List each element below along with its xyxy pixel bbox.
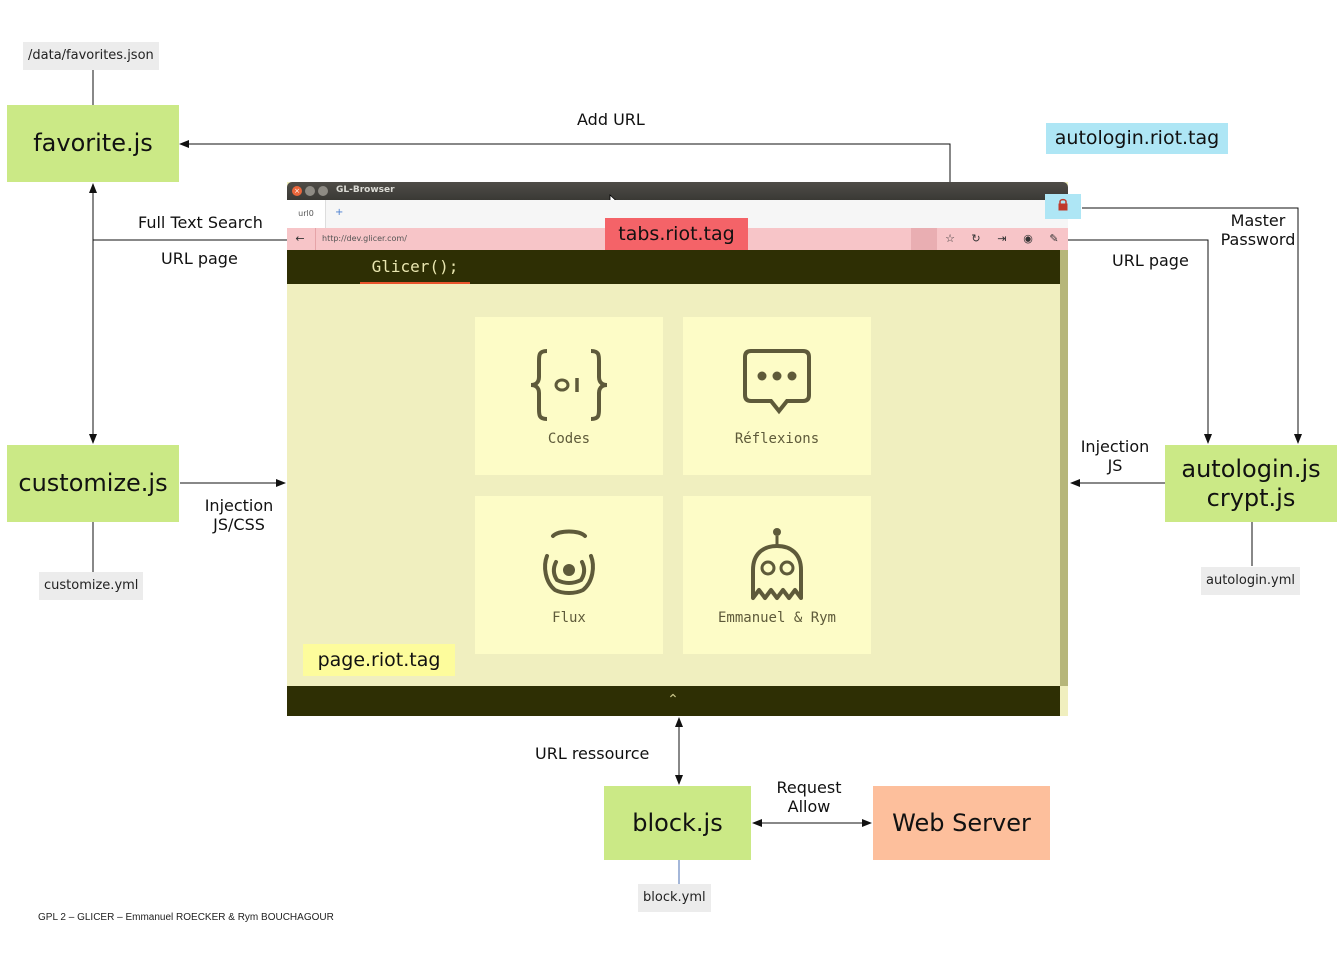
request-label: Request [776,778,842,797]
url-spacer [911,228,937,250]
request-allow-label: Request Allow [770,778,848,816]
favorites-json-file: /data/favorites.json [23,42,159,70]
master-password-line2: Password [1220,230,1296,249]
web-server-label: Web Server [892,808,1031,837]
tile-reflexions-label: Réflexions [734,431,820,447]
injection-jscss-label: Injection JS/CSS [198,496,280,534]
tile-emmanuel-rym-label: Emmanuel & Rym [717,610,836,626]
star-icon[interactable]: ☆ [945,232,955,245]
tabs-riot-tag: tabs.riot.tag [605,218,748,250]
allow-label: Allow [787,797,831,816]
web-server-box: Web Server [873,786,1050,860]
autologin-yml-file: autologin.yml [1201,567,1301,595]
injection-js-line2: JS [1107,456,1123,475]
window-title: GL-Browser [336,185,395,195]
injection-jscss-line1: Injection [204,496,274,515]
login-icon[interactable]: ⇥ [997,232,1007,245]
injection-jscss-line2: JS/CSS [213,515,265,534]
speech-bubble-icon [743,349,811,415]
maximize-icon[interactable] [318,186,328,196]
master-password-label: Master Password [1214,211,1302,249]
url-ressource-label: URL ressource [535,744,650,763]
tile-codes-label: Codes [547,431,591,447]
master-password-line1: Master [1230,211,1286,230]
autologin-js-label: autologin.js [1181,454,1321,483]
ghost-robot-icon [751,528,803,600]
customize-js-box: customize.js [7,445,179,522]
block-js-box: block.js [604,786,751,860]
injection-js-line1: Injection [1080,437,1150,456]
tile-codes[interactable]: Codes [475,317,663,475]
chevron-up-icon[interactable]: ⌃ [667,692,679,708]
eye-icon[interactable]: ◉ [1023,232,1033,245]
site-title[interactable]: Glicer(); [360,250,470,284]
lock-button[interactable] [1045,194,1081,219]
browser-window: × GL-Browser url0 + ← http://dev.glicer.… [287,182,1068,716]
customize-yml-file: customize.yml [39,572,144,600]
url-page-left-label: URL page [161,249,238,268]
customize-js-label: customize.js [18,469,168,498]
page-footer: ⌃ [287,686,1060,716]
close-icon[interactable]: × [292,186,302,196]
tile-flux[interactable]: Flux [475,496,663,654]
footer-credits: GPL 2 – GLICER – Emmanuel ROECKER & Rym … [38,912,334,923]
url-page-right-label: URL page [1112,251,1189,270]
arrow-url-page-right [1068,239,1212,444]
tile-flux-label: Flux [552,610,586,626]
page-header: Glicer(); [287,250,1060,284]
reload-icon[interactable]: ↻ [971,232,981,245]
autologin-js-box: autologin.js crypt.js [1165,445,1337,522]
crypt-js-label: crypt.js [1206,483,1296,512]
autologin-riot-tag: autologin.riot.tag [1046,123,1228,154]
tile-emmanuel-rym[interactable]: Emmanuel & Rym [683,496,871,654]
title-bar: × GL-Browser [287,182,1068,208]
add-url-label: Add URL [577,110,645,129]
scrollbar[interactable] [1060,250,1068,686]
tile-reflexions[interactable]: Réflexions [683,317,871,475]
back-arrow-icon[interactable]: ← [295,232,305,245]
code-braces-icon [530,349,608,421]
block-yml-file: block.yml [638,884,711,912]
page-riot-tag: page.riot.tag [303,644,455,676]
feed-icon [543,529,595,595]
tab-url0[interactable]: url0 [287,200,326,228]
injection-js-label: Injection JS [1074,437,1156,475]
wrench-icon[interactable]: ✎ [1049,232,1059,245]
favorite-js-label: favorite.js [33,129,153,158]
full-text-search-label: Full Text Search [138,213,263,232]
favorite-js-box: favorite.js [7,105,179,182]
arrow-master-password [1082,207,1302,444]
block-js-label: block.js [632,808,723,837]
lock-icon [1058,198,1068,211]
minimize-icon[interactable] [305,186,315,196]
url-input[interactable]: http://dev.glicer.com/ [315,228,917,250]
new-tab-button[interactable]: + [335,207,344,218]
